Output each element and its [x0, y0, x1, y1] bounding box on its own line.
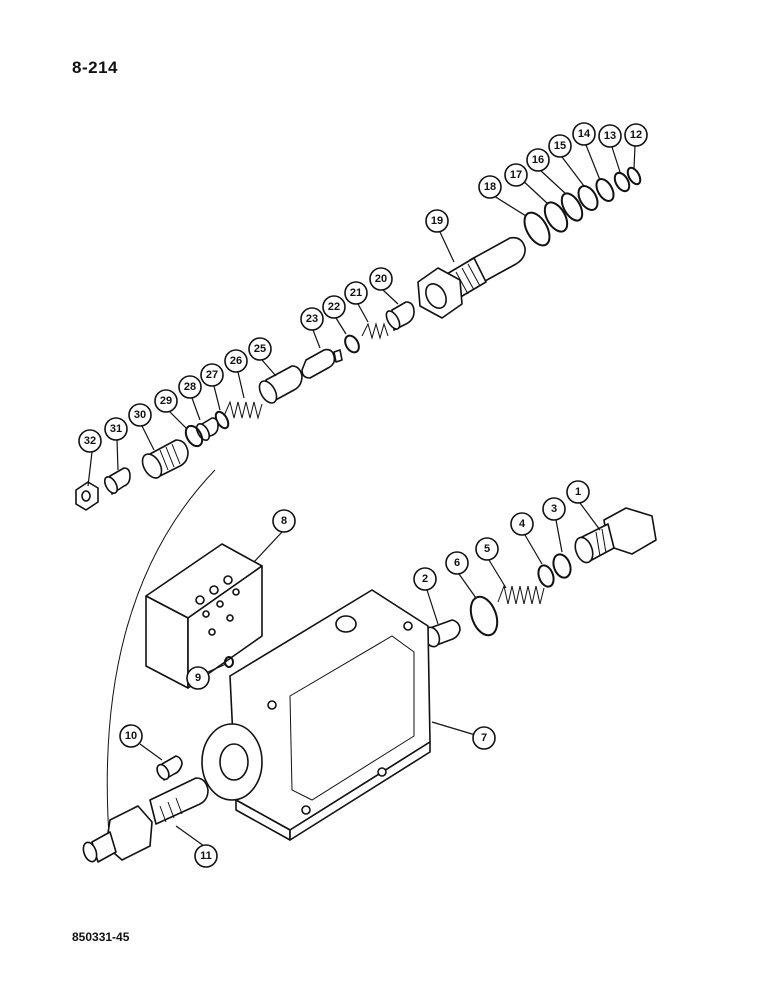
sleeve-25	[258, 365, 303, 404]
spring-26	[223, 400, 263, 420]
o-ring-9	[224, 656, 234, 668]
callout-25-label: 25	[254, 343, 266, 355]
callout-30: 30	[128, 403, 152, 427]
ring-4	[537, 564, 555, 588]
callout-12-label: 12	[630, 129, 642, 141]
callout-7-label: 7	[481, 732, 487, 744]
callout-14: 14	[572, 122, 596, 146]
ring-28	[195, 417, 219, 441]
callout-29: 29	[154, 389, 178, 413]
background-arc	[106, 469, 216, 851]
page-number: 8-214	[72, 58, 118, 77]
nut-32	[75, 481, 99, 511]
callout-5: 5	[475, 537, 499, 561]
callout-1: 1	[566, 480, 590, 504]
callout-5-label: 5	[484, 543, 490, 555]
callout-23: 23	[300, 307, 324, 331]
callout-8-label: 8	[281, 515, 287, 527]
spring-21	[361, 322, 389, 340]
poppet-23	[301, 348, 343, 379]
callout-10: 10	[119, 724, 143, 748]
callout-30-label: 30	[134, 409, 146, 421]
callout-8: 8	[272, 509, 296, 533]
o-ring-6	[469, 595, 499, 637]
adjusting-screw-30	[141, 439, 189, 479]
callout-4: 4	[510, 512, 534, 536]
valve-housing-7	[201, 589, 431, 841]
callout-2: 2	[413, 567, 437, 591]
callout-7: 7	[472, 726, 496, 750]
callout-11: 11	[194, 844, 218, 868]
callout-11-label: 11	[200, 850, 212, 862]
callout-31: 31	[104, 417, 128, 441]
ring-29	[184, 424, 204, 448]
ring-17	[543, 201, 569, 233]
callout-17: 17	[504, 163, 528, 187]
callout-2-label: 2	[422, 573, 428, 585]
poppet-2	[423, 619, 461, 648]
callout-32: 32	[78, 429, 102, 453]
callout-21-label: 21	[350, 287, 362, 299]
callout-14-label: 14	[578, 128, 591, 140]
callout-18: 18	[478, 175, 502, 199]
ring-18	[523, 211, 551, 247]
ring-12	[626, 166, 642, 186]
callout-28: 28	[178, 375, 202, 399]
callout-13: 13	[598, 124, 622, 148]
callout-26: 26	[224, 349, 248, 373]
callout-17-label: 17	[510, 169, 522, 181]
ring-13	[613, 171, 631, 193]
callout-13-label: 13	[604, 130, 616, 142]
callout-3: 3	[542, 497, 566, 521]
callout-15-label: 15	[554, 140, 566, 152]
callout-15: 15	[548, 134, 572, 158]
callout-12: 12	[624, 123, 648, 147]
callout-10-label: 10	[125, 730, 137, 742]
spring-5	[497, 584, 545, 605]
callout-32-label: 32	[84, 435, 96, 447]
valve-body-19	[417, 236, 526, 319]
callout-22-label: 22	[328, 301, 340, 313]
callout-19: 19	[425, 209, 449, 233]
callout-31-label: 31	[110, 423, 122, 435]
callout-20: 20	[369, 267, 393, 291]
ring-3	[552, 553, 572, 579]
callout-25: 25	[248, 337, 272, 361]
set-screw-10	[156, 755, 183, 781]
callout-6-label: 6	[454, 557, 460, 569]
callout-4-label: 4	[519, 518, 526, 530]
callout-16: 16	[526, 148, 550, 172]
callout-23-label: 23	[306, 313, 318, 325]
callout-3-label: 3	[551, 503, 557, 515]
callout-19-label: 19	[431, 215, 443, 227]
callout-20-label: 20	[375, 273, 387, 285]
ring-15	[577, 185, 599, 211]
figure-code: 850331-45	[72, 930, 130, 944]
callout-29-label: 29	[160, 395, 172, 407]
callout-28-label: 28	[184, 381, 196, 393]
callout-22: 22	[322, 295, 346, 319]
callout-1-label: 1	[575, 486, 581, 498]
manifold-block-8	[145, 543, 263, 689]
set-screw-31	[103, 467, 131, 495]
callout-21: 21	[344, 281, 368, 305]
callout-18-label: 18	[484, 181, 496, 193]
callout-6: 6	[445, 551, 469, 575]
plug-1	[574, 507, 657, 564]
callout-27-label: 27	[206, 369, 218, 381]
callout-16-label: 16	[532, 154, 544, 166]
callout-26-label: 26	[230, 355, 242, 367]
callout-9: 9	[186, 666, 210, 690]
callout-9-label: 9	[195, 672, 201, 684]
sleeve-20	[385, 301, 415, 331]
relief-cartridge-11	[82, 777, 209, 863]
ring-16	[560, 192, 584, 222]
ring-14	[595, 178, 615, 202]
ring-22	[344, 334, 360, 354]
callout-27: 27	[200, 363, 224, 387]
